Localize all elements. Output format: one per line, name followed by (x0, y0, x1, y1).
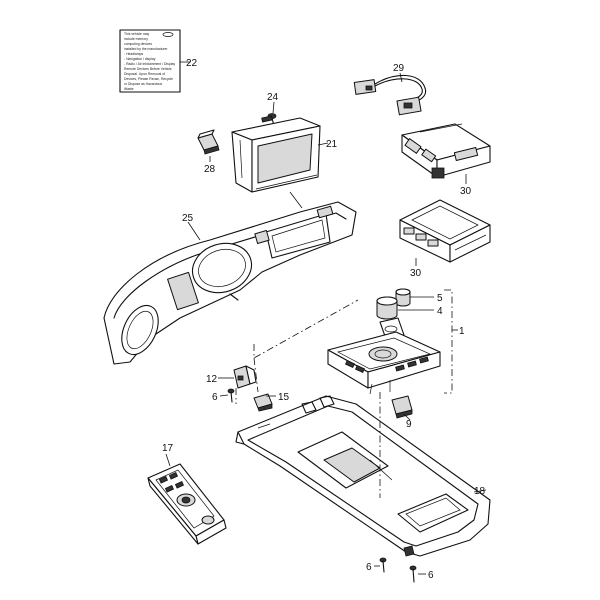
callout-15: 15 (278, 392, 290, 403)
assembly-guides (235, 299, 381, 498)
part-6-screw-lower-1 (379, 557, 387, 573)
callout-18: 18 (474, 486, 486, 497)
part-17-mmi-controller (147, 463, 227, 545)
callout-numbers: 22 29 24 21 28 30 25 30 5 4 1 9 12 6 15 … (162, 58, 486, 581)
label-line-5: - Headlamps (124, 52, 144, 56)
part-4-knob (376, 296, 398, 320)
label-line-10: Devices, Please Reuse, Recycle (124, 77, 173, 81)
callout-6-lower-2: 6 (428, 570, 434, 581)
label-line-4: installed by the manufacturer (124, 47, 168, 51)
part-25-dash-panel (103, 201, 357, 365)
callout-25: 25 (182, 213, 194, 224)
callout-28: 28 (204, 164, 216, 175)
callout-17: 17 (162, 443, 174, 454)
label-line-7: - Radio / Air infotainment / Display (124, 62, 175, 66)
part-15-switch (253, 393, 273, 412)
part-30-module-lower (399, 199, 491, 263)
part-29-cable (353, 74, 427, 116)
label-line-3: computing devices (124, 42, 152, 46)
callout-21: 21 (326, 139, 338, 150)
callout-24: 24 (267, 92, 279, 103)
callout-4: 4 (437, 306, 443, 317)
part-21-display-unit (231, 115, 321, 193)
part-22-warning-label: This vehicle may include memory computin… (119, 29, 181, 93)
callout-9: 9 (406, 419, 412, 430)
part-6-screw-upper (227, 388, 235, 403)
label-line-9: Disposal. Upon Removal of (124, 72, 165, 76)
callout-30-lower: 30 (410, 268, 422, 279)
label-line-1: This vehicle may (124, 32, 150, 36)
label-line-2: include memory (124, 37, 148, 41)
part-6-screw-lower-2 (409, 565, 417, 583)
part-18-center-console (235, 395, 491, 557)
label-line-6: - Navigation / display (124, 57, 156, 61)
label-line-12: Waste (124, 87, 134, 91)
callout-22: 22 (186, 58, 198, 69)
callout-29: 29 (393, 63, 405, 74)
label-line-11: or Dispose as Hazardous (124, 82, 162, 86)
part-28-bracket (197, 129, 220, 155)
part-5-knob (395, 288, 411, 307)
callout-6-lower-1: 6 (366, 562, 372, 573)
callout-6-upper: 6 (212, 392, 218, 403)
callout-1: 1 (459, 326, 465, 337)
callout-5: 5 (437, 293, 443, 304)
callout-30-upper: 30 (460, 186, 472, 197)
leader-lines (165, 61, 487, 575)
label-line-8: Remote Devices Before Vehicle (124, 67, 172, 71)
group-1-bracket (444, 289, 453, 394)
part-9-connector (391, 395, 413, 419)
display-to-dash-guide (289, 191, 303, 209)
callout-12: 12 (206, 374, 218, 385)
part-1-control-panel (327, 331, 441, 395)
part-12-switch (233, 365, 257, 389)
part-30-module-upper (401, 123, 491, 179)
